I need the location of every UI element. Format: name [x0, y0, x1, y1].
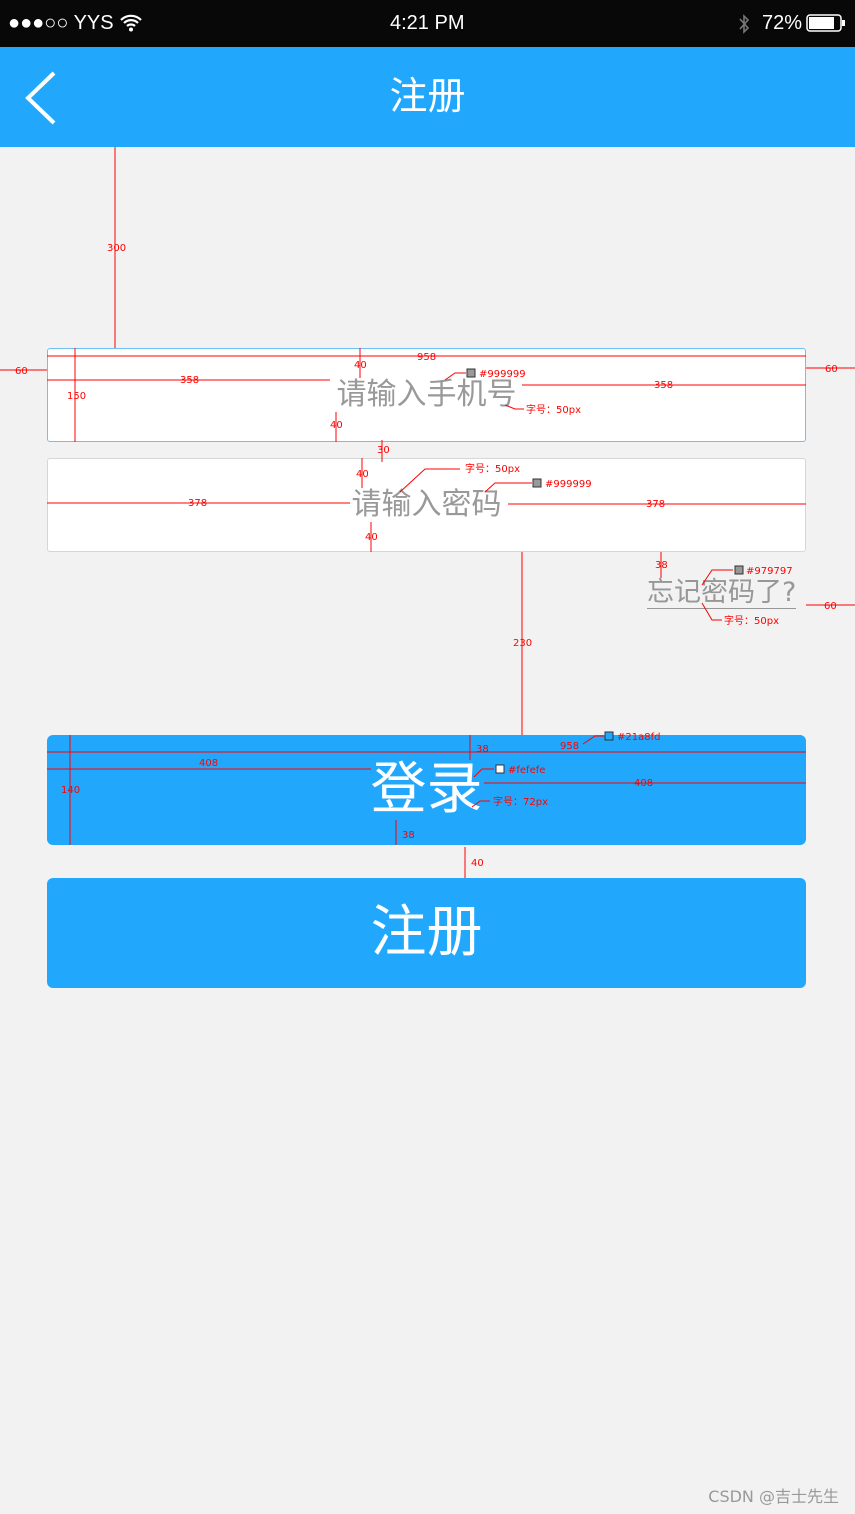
- dim-label: 38: [655, 560, 668, 571]
- dim-label: 60: [15, 366, 28, 377]
- phone-input[interactable]: 请输入手机号: [47, 348, 806, 442]
- password-placeholder: 请输入密码: [351, 487, 502, 522]
- color-label: #979797: [746, 566, 793, 577]
- carrier: ●●●○○ YYS: [8, 12, 114, 34]
- dim-label: 30: [377, 445, 390, 456]
- font-label: 字号：50px: [724, 614, 779, 627]
- nav-bar: 注册: [0, 47, 855, 147]
- login-label: 登录: [370, 757, 483, 822]
- chevron-left-icon[interactable]: [24, 71, 58, 125]
- bluetooth-icon: [739, 14, 750, 34]
- dim-label: 60: [825, 364, 838, 375]
- dim-label: 230: [513, 638, 532, 649]
- password-input[interactable]: 请输入密码: [47, 458, 806, 552]
- register-button[interactable]: 注册: [47, 878, 806, 988]
- watermark: CSDN @吉士先生: [708, 1487, 839, 1507]
- battery-percent: 72%: [762, 12, 803, 34]
- dim-label: 300: [107, 243, 126, 254]
- register-label: 注册: [370, 900, 483, 965]
- battery-icon: [806, 14, 845, 32]
- dim-label: 60: [824, 601, 837, 612]
- forgot-password-link[interactable]: 忘记密码了?: [647, 577, 797, 609]
- clock: 4:21 PM: [390, 12, 465, 34]
- status-bar: ●●●○○ YYS 4:21 PM 72%: [0, 0, 855, 47]
- login-button[interactable]: 登录: [47, 735, 806, 845]
- page-title: 注册: [389, 74, 466, 118]
- wifi-icon: [120, 14, 142, 32]
- dim-label: 40: [471, 858, 484, 869]
- phone-placeholder: 请输入手机号: [336, 377, 517, 412]
